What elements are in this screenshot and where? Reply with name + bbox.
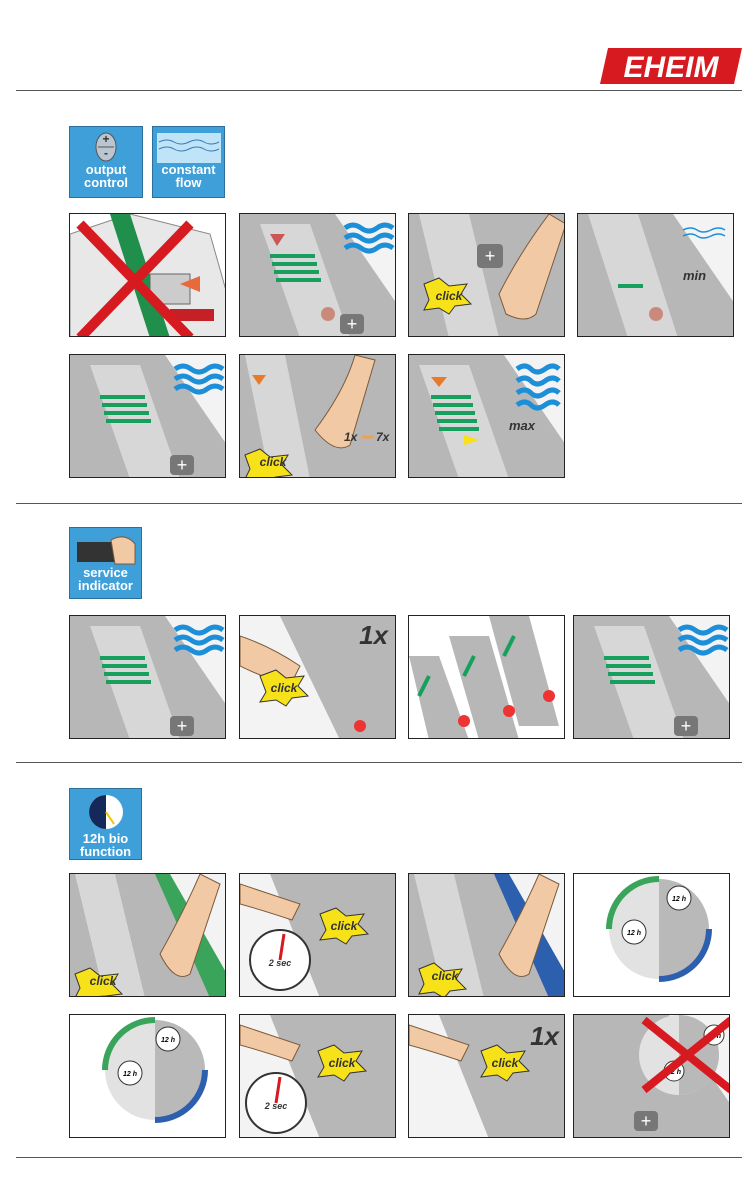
svg-text:+: + (641, 1111, 652, 1131)
filter-hand-icon (73, 530, 139, 566)
click-label: click (329, 1056, 357, 1070)
panel-bio-2sec-a: click 2 sec (239, 873, 396, 997)
panel-high-flow: + (239, 213, 396, 337)
panel-min-flow: min (577, 213, 734, 337)
constant-flow-icon: constant flow (152, 126, 225, 198)
panel-max-flow: max (408, 354, 565, 478)
bio-function-icon: 12h bio function (69, 788, 142, 860)
svg-text:+: + (485, 246, 496, 266)
max-label: max (509, 418, 536, 433)
twelve-h-label: 12 h (672, 896, 686, 903)
logo-text: EHEIM (623, 51, 719, 84)
twelve-h-label: 12 h (123, 1071, 137, 1078)
panel-bio-cycle-b: 12 h 12 h (69, 1014, 226, 1138)
click-label: click (90, 974, 118, 988)
svg-text:+: + (102, 132, 109, 146)
panel-bio-cycle-a: 12 h 12 h (573, 873, 730, 997)
divider-3 (16, 762, 742, 763)
pump-crossed-illustration (70, 214, 226, 337)
panel-pump-remove (69, 213, 226, 337)
flow-label-2: flow (153, 176, 224, 189)
panel-press-plus: click 1x 7x (239, 354, 396, 478)
bio-label-2: function (70, 845, 141, 858)
one-x-big-label: 1x (359, 620, 389, 650)
svg-text:+: + (177, 716, 188, 736)
two-sec-label: 2 sec (264, 1101, 288, 1111)
click-label: click (271, 681, 299, 695)
divider-2 (16, 503, 742, 504)
twelve-h-label: 12 h (161, 1037, 175, 1044)
twelve-h-label: 12 h (627, 930, 641, 937)
click-label: click (331, 919, 359, 933)
seven-x-label: 7x (376, 430, 391, 444)
panel-bio-1x: click 1x (408, 1014, 565, 1138)
one-x-big-label: 1x (530, 1021, 560, 1051)
click-label: click (260, 455, 288, 469)
panel-press-minus: + click (408, 213, 565, 337)
one-x-label: 1x (344, 430, 359, 444)
half-moon-icon (86, 792, 126, 832)
svg-text:-: - (104, 146, 108, 160)
click-label: click (432, 969, 460, 983)
min-label: min (683, 268, 706, 283)
panel-service-done: + (573, 615, 730, 739)
click-label: click (436, 289, 464, 303)
divider-top (16, 90, 742, 91)
service-label-2: indicator (70, 579, 141, 592)
svg-text:+: + (347, 314, 358, 334)
two-sec-label: 2 sec (268, 958, 292, 968)
eheim-logo: EHEIM (600, 48, 742, 84)
output-label-2: control (70, 176, 142, 189)
panel-service-press: click 1x (239, 615, 396, 739)
service-indicator-icon: service indicator (69, 527, 142, 599)
svg-text:+: + (681, 716, 692, 736)
wave-icon (157, 133, 221, 163)
plus-minus-icon: +- (94, 131, 118, 163)
panel-bio-blue-press: click (408, 873, 565, 997)
panel-bio-green-press: click (69, 873, 226, 997)
click-label: click (492, 1056, 520, 1070)
panel-flow-mid: + (69, 354, 226, 478)
divider-bottom (16, 1157, 742, 1158)
svg-text:+: + (177, 455, 188, 475)
panel-bio-off: 12 h 12 h + (573, 1014, 730, 1138)
panel-service-flow: + (69, 615, 226, 739)
panel-service-reset (408, 615, 565, 739)
panel-bio-2sec-b: click 2 sec (239, 1014, 396, 1138)
output-control-icon: +- output control (69, 126, 143, 198)
